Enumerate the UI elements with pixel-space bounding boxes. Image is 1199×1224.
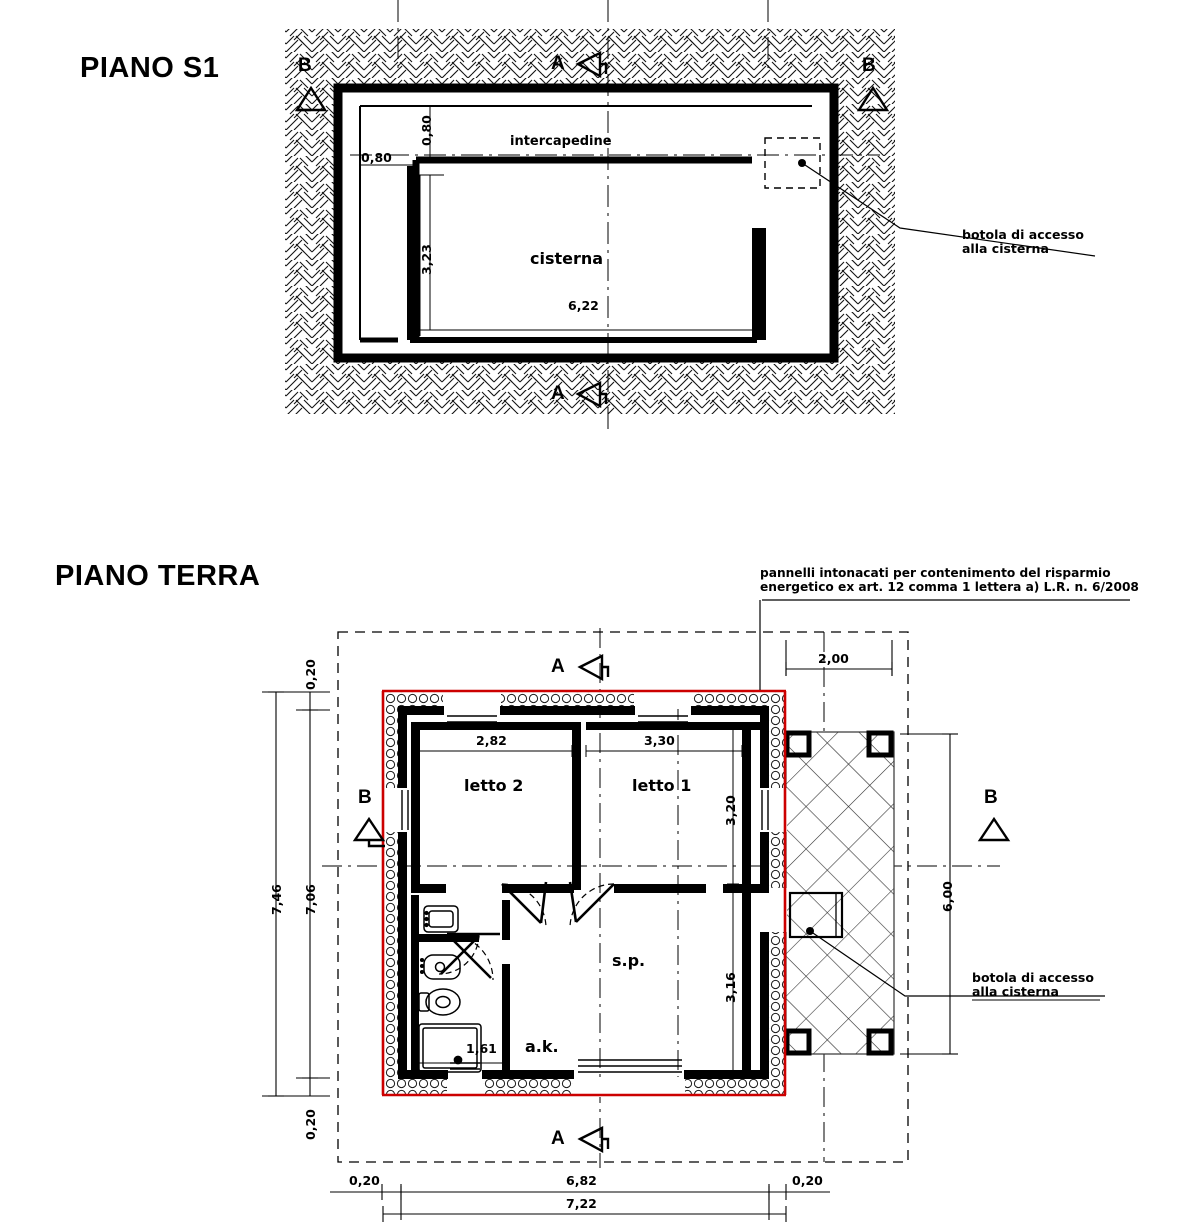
pt-section-arrow-a-top — [577, 654, 610, 682]
room-label-intercapedine: intercapedine — [510, 134, 612, 149]
pt-section-arrow-a-bottom — [577, 1126, 610, 1154]
dim-020-bottom-1: 0,20 — [349, 1173, 380, 1188]
s1-perimeter-wall — [333, 83, 839, 363]
callout-botola-terra-line2: alla cisterna — [972, 984, 1059, 999]
pt-terrace-pillar-tl — [784, 730, 812, 758]
dim-682: 6,82 — [566, 1173, 597, 1188]
s1-terrain-hatch — [285, 29, 895, 414]
room-label-ak: a.k. — [525, 1037, 559, 1056]
s1-section-arrow-a-top — [575, 51, 608, 79]
plan-s1-geometry — [285, 0, 1096, 432]
dim-622: 6,22 — [568, 298, 599, 313]
s1-botola-hatch — [764, 137, 821, 189]
pt-section-triangles — [352, 816, 1011, 848]
callout-botola-s1-line1: botola di accesso — [962, 227, 1084, 242]
pt-dim-600 — [900, 733, 958, 1055]
s1-section-arrow-a-bottom — [575, 381, 608, 409]
pt-door-swings — [438, 883, 615, 981]
dim-746: 7,46 — [269, 884, 284, 915]
callout-botola-terra-line1: botola di accesso — [972, 970, 1094, 985]
pt-interior-dims — [414, 725, 743, 1073]
dim-020-top-left: 0,20 — [303, 659, 318, 690]
dim-080-horizontal: 0,80 — [361, 150, 392, 165]
pt-interior-partitions — [411, 722, 769, 1075]
section-letter-b-s1-right: B — [862, 55, 876, 76]
dim-020-bottom-left: 0,20 — [303, 1109, 318, 1140]
bidet-icon — [423, 954, 461, 980]
dim-600: 6,00 — [940, 881, 955, 912]
s1-wall-stub-right — [752, 228, 766, 340]
section-letter-b-s1-left: B — [298, 55, 312, 76]
room-label-letto2: letto 2 — [464, 776, 524, 795]
pt-door-leaves — [440, 881, 615, 979]
room-label-sp: s.p. — [612, 951, 646, 970]
pt-bath-fixtures — [418, 905, 482, 1073]
pt-terrace-pillar-tr — [866, 730, 894, 758]
wc-icon — [425, 988, 461, 1016]
s1-center-lines — [350, 0, 880, 432]
s1-dim-080-vertical — [425, 105, 435, 161]
pt-botola — [788, 891, 1105, 997]
callout-panels: pannelli intonacati per contenimento del… — [760, 566, 1139, 594]
pt-left-dim-chain — [262, 691, 330, 1097]
pt-windows-top — [447, 715, 688, 723]
dim-316: 3,16 — [723, 972, 738, 1003]
section-letter-a-s1-bottom: A — [551, 383, 565, 404]
room-label-cisterna: cisterna — [530, 249, 604, 268]
dim-706: 7,06 — [303, 884, 318, 915]
s1-inner-walls — [412, 156, 752, 340]
callout-panels-line2: energetico ex art. 12 comma 1 lettera a)… — [760, 580, 1139, 594]
dim-080-vertical: 0,80 — [419, 115, 434, 146]
pt-botola-leader — [809, 930, 1105, 997]
wc-cistern-icon — [418, 992, 430, 1012]
section-letter-a-s1-top: A — [551, 53, 565, 74]
pt-bottom-dim-chain — [330, 1184, 830, 1222]
dim-282: 2,82 — [476, 733, 507, 748]
pt-outer-dashed-boundary — [337, 631, 909, 1163]
dim-200: 2,00 — [818, 651, 849, 666]
s1-botola-leader — [801, 162, 1096, 257]
s1-intercapedine-edge — [359, 105, 812, 340]
bathtub-icon — [418, 1023, 482, 1073]
section-letter-a-terra-top: A — [551, 656, 565, 677]
dim-020-bottom-2: 0,20 — [792, 1173, 823, 1188]
section-letter-b-terra-right: B — [984, 787, 998, 808]
s1-section-triangles — [294, 85, 890, 112]
plan-terra-geometry — [262, 599, 1130, 1222]
dim-722: 7,22 — [566, 1196, 597, 1211]
pt-terrace-pillar-br — [866, 1028, 894, 1056]
dim-330: 3,30 — [644, 733, 675, 748]
page-title-s1: PIANO S1 — [80, 52, 220, 84]
s1-dim-080-horizontal — [359, 160, 417, 170]
dim-161: 1,61 — [466, 1041, 497, 1056]
sink-icon — [423, 905, 459, 933]
pt-dim-200 — [785, 640, 893, 676]
dim-320: 3,20 — [723, 795, 738, 826]
s1-dim-622 — [419, 175, 758, 336]
dim-323: 3,23 — [419, 244, 434, 275]
callout-panels-line1: pannelli intonacati per contenimento del… — [760, 566, 1111, 580]
s1-dim-323 — [416, 174, 444, 330]
section-letter-b-terra-left: B — [358, 787, 372, 808]
pt-structural-walls — [398, 706, 769, 1079]
pt-exterior-red-line — [381, 689, 787, 1097]
pt-wall-openings-clear — [381, 689, 787, 1097]
pt-side-doors — [401, 790, 769, 830]
room-label-letto1: letto 1 — [632, 776, 692, 795]
callout-botola-s1-line2: alla cisterna — [962, 241, 1049, 256]
section-letter-a-terra-bottom: A — [551, 1128, 565, 1149]
pt-terrace-pillar-bl — [784, 1028, 812, 1056]
page-title-terra: PIANO TERRA — [55, 560, 261, 592]
